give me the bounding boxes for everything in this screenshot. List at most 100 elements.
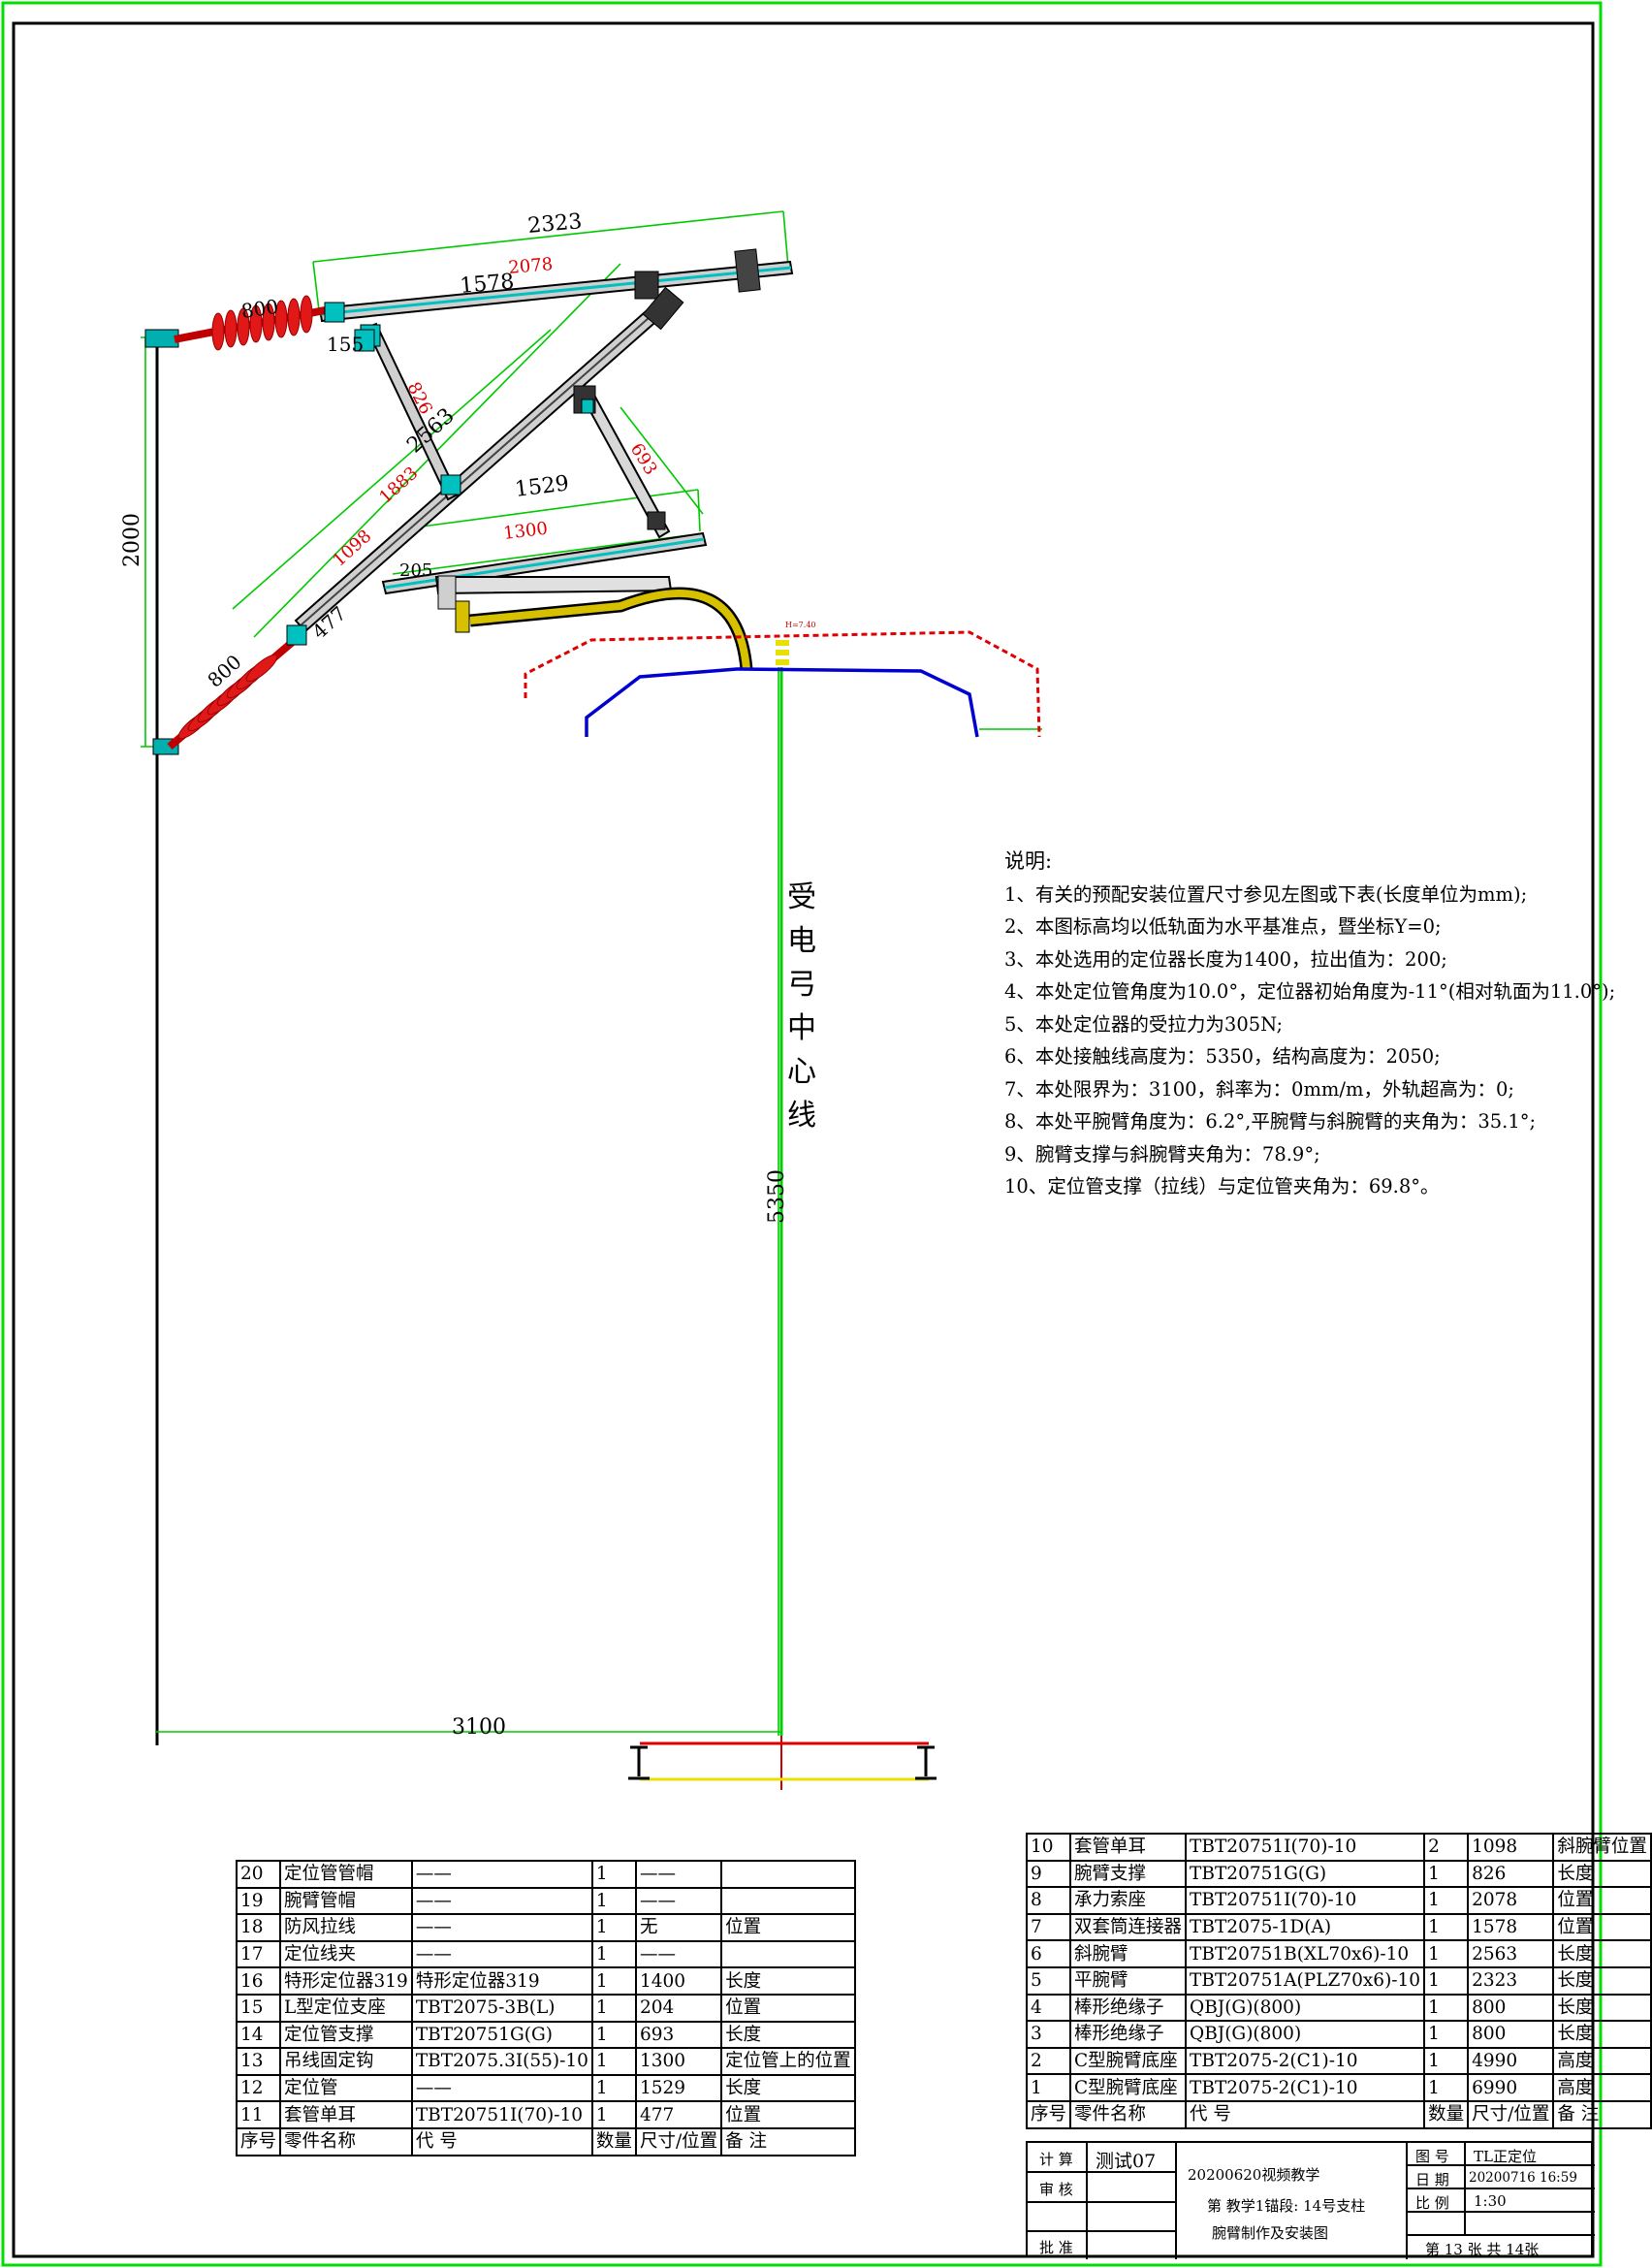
table-cell: 平腕臂 bbox=[1069, 1965, 1188, 1996]
table-cell: TBT20751G(G) bbox=[1185, 1859, 1426, 1889]
steady-arm bbox=[434, 575, 789, 670]
project-name: 20200620视频教学 bbox=[1188, 2166, 1320, 2184]
table-cell: —— bbox=[634, 1860, 723, 1889]
table-cell: 腕臂支撑 bbox=[1069, 1859, 1188, 1889]
table-cell: 1 bbox=[590, 2073, 637, 2103]
table-cell: 1 bbox=[590, 1966, 637, 1996]
table-cell: 2563 bbox=[1467, 1939, 1555, 1968]
table-cell: 4 bbox=[1025, 1993, 1072, 2023]
table-cell: 477 bbox=[634, 2100, 723, 2129]
table-cell: 无 bbox=[634, 1913, 723, 1942]
calc-value: 测试07 bbox=[1096, 2151, 1157, 2172]
table-cell: 800 bbox=[1467, 1993, 1555, 2023]
table-cell: 17 bbox=[235, 1939, 282, 1969]
table-header-cell: 尺寸/位置 bbox=[634, 2126, 723, 2156]
table-cell: 204 bbox=[634, 1993, 723, 2023]
table-cell: 3 bbox=[1025, 2020, 1072, 2049]
table-cell: 长度 bbox=[720, 2073, 856, 2103]
table-cell: 位置 bbox=[1552, 1912, 1652, 1942]
dim-sleeve-top: 155 bbox=[327, 333, 364, 356]
table-header-row: 序号零件名称代 号数量尺寸/位置备 注 bbox=[1025, 2099, 1652, 2129]
table-header-cell: 数量 bbox=[590, 2126, 637, 2156]
table-cell: 14 bbox=[235, 2020, 282, 2050]
table-cell: 1 bbox=[1423, 2046, 1470, 2076]
calc-label: 计 算 bbox=[1039, 2151, 1073, 2168]
table-cell: 1098 bbox=[1467, 1833, 1555, 1862]
table-cell: TBT20751I(70)-10 bbox=[410, 2100, 593, 2129]
table-cell: 防风拉线 bbox=[279, 1913, 413, 1942]
center-label-char: 线 bbox=[787, 1099, 816, 1133]
table-cell: 定位线夹 bbox=[279, 1939, 413, 1969]
table-cell: 斜腕臂位置 bbox=[1552, 1833, 1652, 1862]
table-cell: L型定位支座 bbox=[279, 1993, 413, 2023]
table-cell: —— bbox=[410, 1913, 593, 1942]
table-cell: 1 bbox=[590, 2047, 637, 2076]
table-cell bbox=[720, 1939, 856, 1969]
table-header-cell: 备 注 bbox=[720, 2126, 856, 2156]
table-header-cell: 数量 bbox=[1423, 2099, 1470, 2129]
table-cell: 9 bbox=[1025, 1859, 1072, 1889]
table-cell: TBT2075-1D(A) bbox=[1185, 1912, 1426, 1942]
table-cell: 7 bbox=[1025, 1912, 1072, 1942]
table-cell: 位置 bbox=[720, 1993, 856, 2023]
table-cell: 吊线固定钩 bbox=[279, 2047, 413, 2076]
table-cell: TBT20751I(70)-10 bbox=[1185, 1886, 1426, 1915]
table-cell: 4990 bbox=[1467, 2046, 1555, 2076]
drawing-name: 腕臂制作及安装图 bbox=[1212, 2224, 1329, 2242]
table-cell: 棒形绝缘子 bbox=[1069, 1993, 1188, 2023]
approve-label: 批 准 bbox=[1039, 2239, 1073, 2256]
dim-arm-top-mid: 1578 bbox=[459, 270, 515, 299]
table-cell: —— bbox=[410, 1886, 593, 1916]
scale-value: 1:30 bbox=[1474, 2192, 1507, 2210]
table-cell: 1 bbox=[1423, 1939, 1470, 1968]
sheet-info: 第 13 张 共 14张 bbox=[1425, 2241, 1540, 2258]
table-cell: —— bbox=[634, 1939, 723, 1969]
table-cell: 定位管管帽 bbox=[279, 1860, 413, 1889]
table-cell: 13 bbox=[235, 2047, 282, 2076]
table-cell: TBT20751B(XL70x6)-10 bbox=[1185, 1939, 1426, 1968]
table-cell: 1 bbox=[1423, 1859, 1470, 1889]
table-header-row: 序号零件名称代 号数量尺寸/位置备 注 bbox=[235, 2126, 856, 2156]
scale-label: 比 例 bbox=[1415, 2194, 1449, 2212]
table-cell: 1 bbox=[1025, 2073, 1072, 2102]
table-header-cell: 尺寸/位置 bbox=[1467, 2099, 1555, 2129]
cantilever-drawing: 2323 1578 2078 800 155 826 2563 1883 693… bbox=[1, 1, 1603, 2267]
table-cell: 2323 bbox=[1467, 1965, 1555, 1996]
note-item: 3、本处选用的定位器长度为1400，拉出值为：200; bbox=[1004, 947, 1447, 971]
table-cell: TBT2075-2(C1)-10 bbox=[1185, 2073, 1426, 2102]
table-cell: 826 bbox=[1467, 1859, 1555, 1889]
table-header-cell: 序号 bbox=[1025, 2099, 1072, 2129]
table-cell: 位置 bbox=[720, 1913, 856, 1942]
notes-block: 说明: 1、有关的预配安装位置尺寸参见左图或下表(长度单位为mm); 2、本图标… bbox=[1004, 846, 1615, 1203]
note-item: 2、本图标高均以低轨面为水平基准点，暨坐标Y=0; bbox=[1004, 915, 1442, 938]
center-label-char: 电 bbox=[787, 924, 816, 958]
note-item: 7、本处限界为：3100，斜率为：0mm/m，外轨超高为：0; bbox=[1004, 1077, 1514, 1101]
dim-height-center: 5350 bbox=[765, 1169, 789, 1224]
dimension-texts: 2323 1578 2078 800 155 826 2563 1883 693… bbox=[120, 209, 816, 1740]
title-block: 计 算 测试07 审 核 批 准 20200620视频教学 第 教学1锚段: 1… bbox=[1026, 2141, 1595, 2259]
note-item: 8、本处平腕臂角度为：6.2°,平腕臂与斜腕臂的夹角为：35.1°; bbox=[1004, 1110, 1537, 1133]
table-cell: 11 bbox=[235, 2100, 282, 2129]
table-cell: 腕臂管帽 bbox=[279, 1886, 413, 1916]
center-label-char: 受 bbox=[787, 880, 816, 914]
center-label-char: 弓 bbox=[787, 968, 816, 1002]
dim-height-left: 2000 bbox=[120, 513, 144, 567]
dim-span-bottom: 3100 bbox=[452, 1715, 506, 1740]
table-cell: 长度 bbox=[1552, 1939, 1652, 1968]
location-name: 第 教学1锚段: 14号支柱 bbox=[1207, 2197, 1366, 2215]
